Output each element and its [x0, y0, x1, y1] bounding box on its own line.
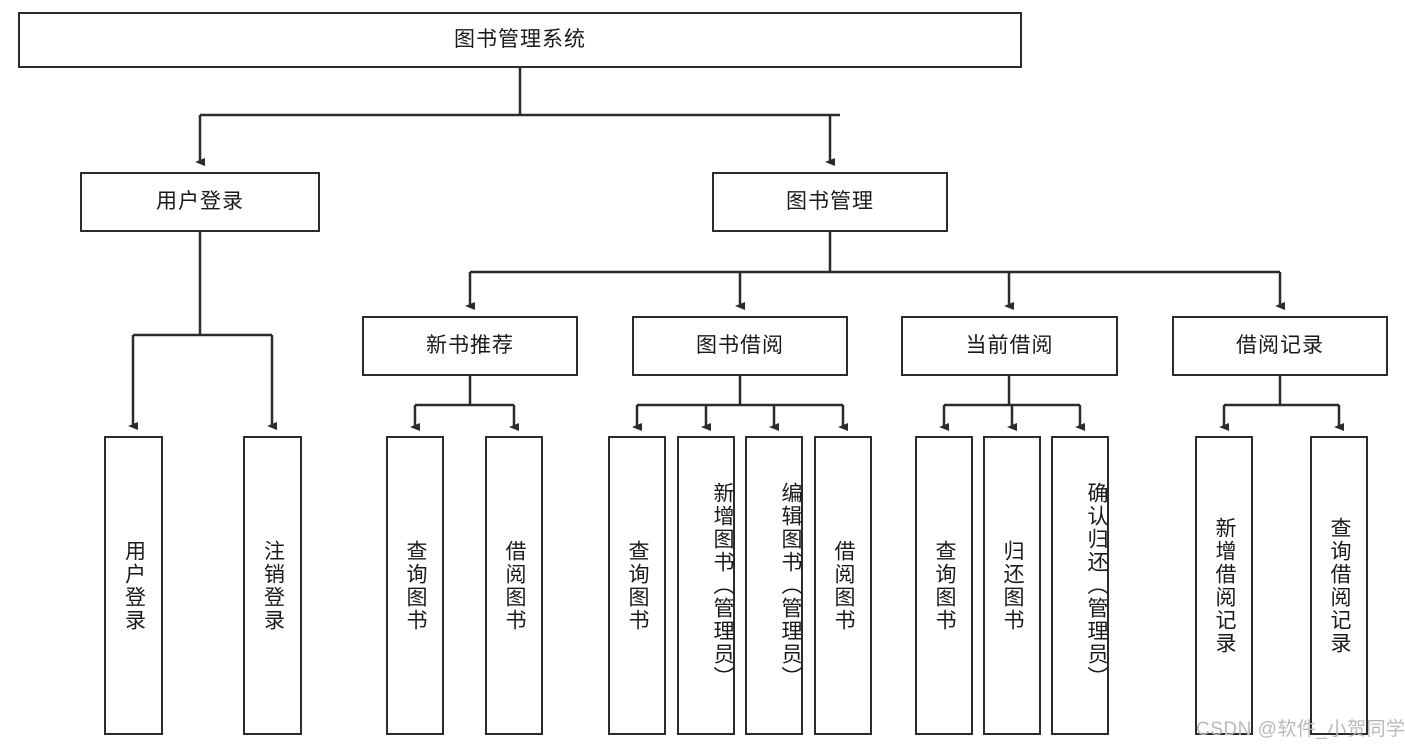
leaf-user-login-label: 用户登录 — [122, 539, 146, 632]
leaf-add-borrow-record[interactable]: 新增借阅记录 — [1195, 436, 1253, 735]
leaf-borrow-book-label: 借阅图书 — [832, 539, 856, 632]
leaf-confirm-return-admin[interactable]: 确认归还（管理员） — [1051, 436, 1109, 735]
node-root-label: 图书管理系统 — [454, 28, 586, 52]
leaf-add-borrow-record-label: 新增借阅记录 — [1213, 516, 1237, 655]
leaf-query-book-current[interactable]: 查询图书 — [915, 436, 973, 735]
leaf-query-book-current-label: 查询图书 — [933, 539, 957, 632]
leaf-user-logout-label: 注销登录 — [261, 539, 285, 632]
node-book-manage[interactable]: 图书管理 — [712, 172, 948, 232]
node-new-book-recommend[interactable]: 新书推荐 — [362, 316, 578, 376]
node-root[interactable]: 图书管理系统 — [18, 12, 1022, 68]
leaf-query-book-borrow[interactable]: 查询图书 — [608, 436, 666, 735]
leaf-query-borrow-record-label: 查询借阅记录 — [1328, 516, 1352, 655]
leaf-user-logout[interactable]: 注销登录 — [243, 436, 302, 735]
leaf-query-book-borrow-label: 查询图书 — [626, 539, 650, 632]
node-book-borrow[interactable]: 图书借阅 — [632, 316, 848, 376]
leaf-return-book[interactable]: 归还图书 — [983, 436, 1041, 735]
node-book-borrow-label: 图书借阅 — [696, 334, 784, 358]
leaf-borrow-book-recommend[interactable]: 借阅图书 — [485, 436, 543, 735]
csdn-watermark: CSDN @软件_小贺同学 — [1196, 719, 1405, 740]
node-borrow-record-label: 借阅记录 — [1236, 334, 1324, 358]
node-user-login[interactable]: 用户登录 — [80, 172, 320, 232]
leaf-edit-book-admin-label: 编辑图书（管理员） — [779, 482, 802, 689]
node-current-borrow[interactable]: 当前借阅 — [901, 316, 1118, 376]
leaf-add-book-admin[interactable]: 新增图书（管理员） — [677, 436, 735, 735]
node-book-manage-label: 图书管理 — [786, 190, 874, 214]
node-current-borrow-label: 当前借阅 — [965, 334, 1054, 358]
leaf-query-book-recommend-label: 查询图书 — [404, 539, 428, 632]
leaf-borrow-book-recommend-label: 借阅图书 — [503, 539, 527, 632]
leaf-edit-book-admin[interactable]: 编辑图书（管理员） — [745, 436, 803, 735]
node-borrow-record[interactable]: 借阅记录 — [1172, 316, 1388, 376]
leaf-add-book-admin-label: 新增图书（管理员） — [711, 482, 734, 689]
leaf-borrow-book[interactable]: 借阅图书 — [814, 436, 872, 735]
node-user-login-label: 用户登录 — [156, 190, 244, 214]
leaf-user-login[interactable]: 用户登录 — [104, 436, 163, 735]
leaf-confirm-return-admin-label: 确认归还（管理员） — [1085, 482, 1108, 689]
leaf-return-book-label: 归还图书 — [1001, 539, 1025, 632]
leaf-query-book-recommend[interactable]: 查询图书 — [386, 436, 444, 735]
node-new-book-recommend-label: 新书推荐 — [426, 334, 514, 358]
leaf-query-borrow-record[interactable]: 查询借阅记录 — [1310, 436, 1368, 735]
